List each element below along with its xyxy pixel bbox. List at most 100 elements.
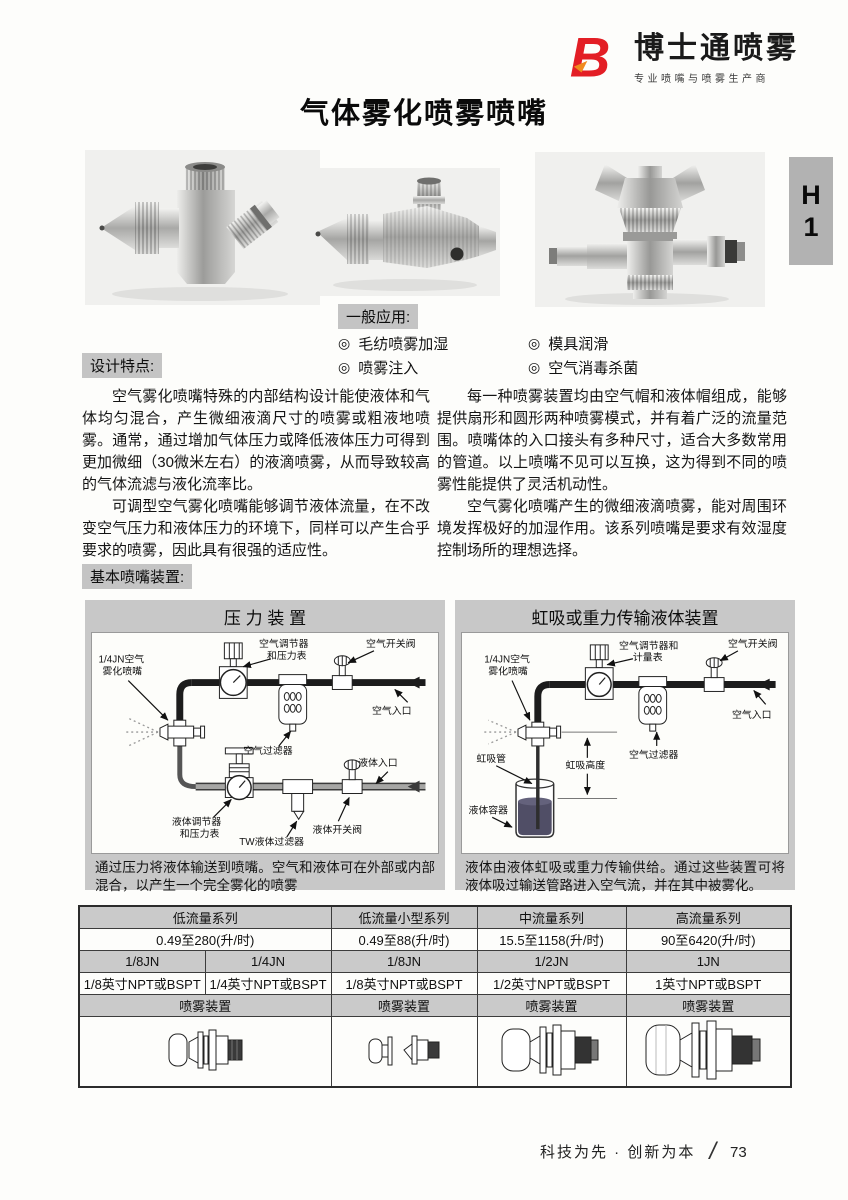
product-photo-middle [305,168,500,296]
design-text-left-column: 空气雾化喷嘴特殊的内部结构设计能使液体和气体均匀混合，产生微细液滴尺寸的喷雾或粗… [82,386,430,562]
page-title: 气体雾化喷雾喷嘴 [299,98,548,130]
assembly-drawing [368,1035,440,1066]
paragraph: 每一种喷雾装置均由空气帽和液体帽组成，能够提供扇形和圆形两种喷雾模式，并有着广泛… [437,388,787,493]
diagram-label: 液体入口 [358,756,398,769]
assembly-label-cell: 喷雾装置 [330,994,478,1017]
model-cell: 1/8JN [78,950,206,973]
assembly-drawing-cell [476,1016,627,1088]
application-label: 毛纺喷雾加湿 [358,335,449,353]
connection-cell: 1/8英寸NPT或BSPT [78,972,206,995]
table-row [78,1016,792,1088]
flow-range-cell: 0.49至280(升/时) [78,928,332,951]
assembly-drawing [168,1029,243,1071]
diagram-label: 和压力表 [267,649,307,662]
model-cell: 1/4JN [204,950,332,973]
series-header: 低流量系列 [78,905,332,929]
connection-cell: 1英寸NPT或BSPT [625,972,792,995]
siphon-diagram-figure: 1/4JN空气 雾化喷嘴 空气调节器和 计量表 空气开关阀 空气入口 空气过滤器… [461,632,789,854]
siphon-diagram: 1/4JN空气 雾化喷嘴 空气调节器和 计量表 空气开关阀 空气入口 空气过滤器… [468,637,778,838]
diagram-label: 液体开关阀 [313,823,363,836]
flow-range-cell: 0.49至88(升/时) [330,928,478,951]
product-photo-left [85,150,320,305]
table-row: 低流量系列 低流量小型系列 中流量系列 高流量系列 [78,905,792,929]
design-heading-wrap: 设计特点: [82,353,163,378]
table-row: 1/8英寸NPT或BSPT 1/4英寸NPT或BSPT 1/8英寸NPT或BSP… [78,972,792,995]
applications-heading: 一般应用: [338,304,419,329]
connection-cell: 1/8英寸NPT或BSPT [330,972,478,995]
section-tab-letter: H [801,179,821,210]
assembly-drawing [501,1024,599,1076]
spec-table-wrap: 低流量系列 低流量小型系列 中流量系列 高流量系列 0.49至280(升/时) … [78,905,793,1088]
list-item: ◎ 空气消毒杀菌 [528,355,758,379]
application-label: 模具润滑 [548,335,609,353]
diagram-label: 液体调节器 [172,815,222,828]
siphon-setup-panel: 虹吸或重力传输液体装置 [455,600,795,893]
siphon-panel-title: 虹吸或重力传输液体装置 [531,609,719,628]
assembly-drawing-cell [625,1016,792,1088]
brand-logo-icon: B [570,28,610,86]
section-index-tab: H 1 [789,157,833,265]
table-row: 1/8JN 1/4JN 1/8JN 1/2JN 1JN [78,950,792,973]
spec-table: 低流量系列 低流量小型系列 中流量系列 高流量系列 0.49至280(升/时) … [78,905,793,1088]
diagram-label: 空气调节器 [259,637,309,650]
paragraph: 空气雾化喷嘴产生的微细液滴喷雾，能对周围环境发挥极好的加湿作用。该系列喷嘴是要求… [437,498,787,559]
diagram-label: 空气入口 [732,708,772,721]
model-cell: 1/2JN [476,950,627,973]
diagram-label: 空气过滤器 [243,744,293,757]
table-row: 0.49至280(升/时) 0.49至88(升/时) 15.5至1158(升/时… [78,928,792,951]
series-header: 中流量系列 [476,905,627,929]
paragraph: 空气雾化喷嘴特殊的内部结构设计能使液体和气体均匀混合，产生微细液滴尺寸的喷雾或粗… [82,388,430,493]
application-label: 喷雾注入 [358,359,419,377]
applications-heading-wrap: 一般应用: [338,304,419,329]
brand-tagline: 专业喷嘴与喷雾生产商 [634,74,769,85]
diagram-label: 液体容器 [468,803,508,816]
flow-range-cell: 15.5至1158(升/时) [476,928,627,951]
nozzle-photo-2 [315,177,496,291]
double-circle-bullet-icon: ◎ [528,358,541,375]
logo-accent-shape [573,60,588,73]
pressure-setup-panel: 压 力 装 置 [85,600,445,893]
basic-setup-heading-wrap: 基本喷嘴装置: [82,564,193,589]
design-text-right-column: 每一种喷雾装置均由空气帽和液体帽组成，能够提供扇形和圆形两种喷雾模式，并有着广泛… [437,386,787,562]
diagram-label: 雾化喷嘴 [488,665,528,678]
connection-cell: 1/4英寸NPT或BSPT [204,972,332,995]
application-label: 空气消毒杀菌 [548,359,639,377]
assembly-drawing-cell [78,1016,332,1088]
pressure-panel-caption: 通过压力将液体输送到喷嘴。空气和液体可在外部或内部混合，以产生一个完全雾化的喷雾 [95,860,435,893]
double-circle-bullet-icon: ◎ [338,358,351,375]
diagram-label: 计量表 [633,651,663,664]
diagram-label: 空气入口 [372,704,412,717]
double-circle-bullet-icon: ◎ [528,334,541,351]
footer-divider: / [709,1138,717,1165]
double-circle-bullet-icon: ◎ [338,334,351,351]
product-photo-right [535,152,765,307]
pressure-diagram: 1/4JN空气 雾化喷嘴 空气调节器 和压力表 空气开关阀 空气入口 空气过滤器… [99,637,426,848]
assembly-label-cell: 喷雾装置 [625,994,792,1017]
diagram-label: TW液体过滤器 [239,835,304,848]
list-item: ◎ 毛纺喷雾加湿 [338,331,528,355]
diagram-label: 雾化喷嘴 [103,665,143,678]
brand-logo: B 博士通喷雾 专业喷嘴与喷雾生产商 [568,28,838,86]
diagram-label: 1/4JN空气 [484,653,530,666]
model-cell: 1/8JN [330,950,478,973]
diagram-label: 空气过滤器 [629,748,679,761]
diagram-label: 和压力表 [180,827,220,840]
page-footer: 科技为先 · 创新为本 / 73 [540,1136,747,1165]
list-item: ◎ 模具润滑 [528,331,758,355]
applications-list: ◎ 毛纺喷雾加湿 ◎ 模具润滑 ◎ 喷雾注入 ◎ 空气消毒杀菌 [338,331,758,379]
footer-slogan: 科技为先 · 创新为本 [540,1144,696,1161]
model-cell: 1JN [625,950,792,973]
brand-name: 博士通喷雾 [634,32,799,65]
nozzle-photo-1 [99,162,288,301]
pressure-panel-title: 压 力 装 置 [223,609,307,628]
assembly-drawing-cell [330,1016,478,1088]
diagram-label: 空气调节器和 [619,639,678,652]
diagram-label: 空气开关阀 [728,637,778,650]
nozzle-photo-3 [549,164,745,305]
diagram-label: 虹吸高度 [566,759,606,772]
logo-letter: B [570,28,610,86]
diagram-label: 1/4JN空气 [99,653,145,666]
section-tab-number: 1 [803,212,819,242]
design-features-heading: 设计特点: [82,353,163,378]
basic-setup-heading: 基本喷嘴装置: [82,564,193,589]
